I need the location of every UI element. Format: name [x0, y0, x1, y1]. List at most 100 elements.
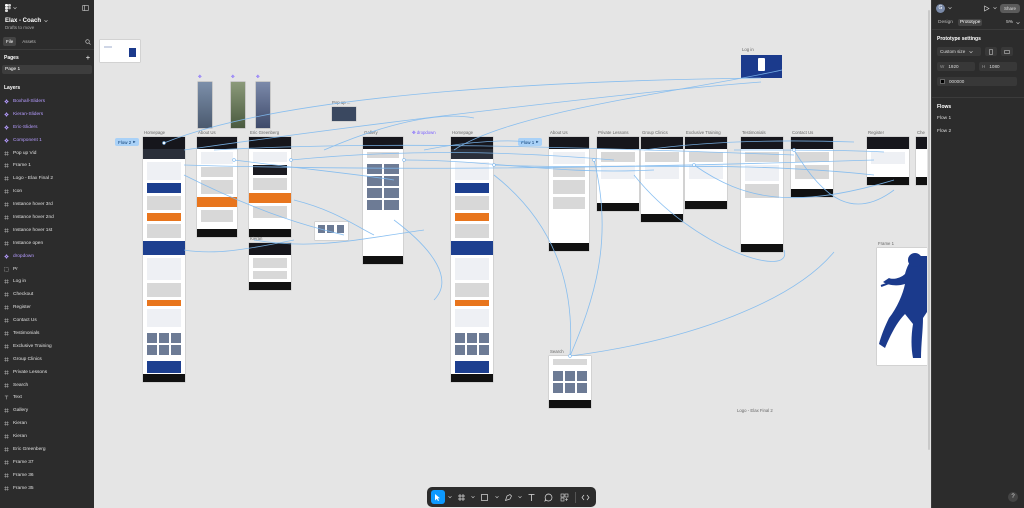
- move-tool[interactable]: [431, 490, 445, 504]
- frame-eric-greenberg[interactable]: [249, 137, 291, 237]
- layer-item[interactable]: Contact Us: [0, 314, 94, 327]
- share-button[interactable]: Share: [999, 3, 1020, 13]
- layer-item[interactable]: Instance hover 1st: [0, 224, 94, 237]
- layer-item[interactable]: Kieran-Sliders: [0, 108, 94, 121]
- tab-prototype[interactable]: Prototype: [957, 19, 983, 26]
- slider-boxhall[interactable]: [198, 82, 212, 128]
- layer-item[interactable]: Search: [0, 379, 94, 392]
- layer-item[interactable]: Logo - Elax Final 2: [0, 172, 94, 185]
- page-item[interactable]: Page 1: [2, 65, 92, 74]
- layer-item[interactable]: Eric Greenberg: [0, 443, 94, 456]
- tab-file[interactable]: File: [3, 37, 17, 46]
- frame-private-lessons[interactable]: [597, 137, 639, 211]
- flow-item[interactable]: Flow 2: [937, 129, 952, 134]
- file-title[interactable]: Elax - Coach: [0, 16, 94, 24]
- frame-kieran[interactable]: [249, 243, 291, 290]
- frame-homepage-2[interactable]: [451, 137, 493, 382]
- frame-checkout[interactable]: [916, 137, 927, 185]
- frame-search[interactable]: [549, 356, 591, 408]
- actions-tool[interactable]: [558, 490, 572, 504]
- chevron-down-icon[interactable]: [948, 6, 952, 10]
- layer-item[interactable]: Frame 1: [0, 159, 94, 172]
- layer-item[interactable]: Kieran: [0, 430, 94, 443]
- chevron-down-icon[interactable]: [494, 495, 499, 499]
- frame-1[interactable]: [877, 248, 927, 365]
- flow-tag-2[interactable]: Flow 2 ▸: [115, 138, 139, 146]
- tab-assets[interactable]: Assets: [22, 39, 36, 44]
- search-icon[interactable]: [85, 38, 91, 45]
- layer-item[interactable]: Instance open: [0, 237, 94, 250]
- layer-item[interactable]: Frame 37: [0, 456, 94, 469]
- layer-item[interactable]: Gallery: [0, 404, 94, 417]
- design-canvas[interactable]: ✥ ✥ ✥ Pop up ... Log in Flow 2 ▸ Flow 1 …: [94, 0, 927, 508]
- frame-exclusive-training[interactable]: [685, 137, 727, 209]
- frame-about-us[interactable]: [197, 137, 237, 237]
- text-tool[interactable]: [525, 490, 539, 504]
- color-swatch[interactable]: [940, 79, 945, 84]
- frame-log-in[interactable]: [741, 55, 782, 78]
- dev-mode-tool[interactable]: [578, 490, 592, 504]
- layer-item[interactable]: Eric-Sliders: [0, 121, 94, 134]
- layer-item[interactable]: Component 1: [0, 134, 94, 147]
- layer-item[interactable]: Pop up Vid: [0, 147, 94, 160]
- layer-item[interactable]: Frame 35: [0, 482, 94, 495]
- layer-item[interactable]: Pr: [0, 263, 94, 276]
- play-icon[interactable]: ▸: [536, 139, 539, 144]
- layer-item[interactable]: Checkout: [0, 288, 94, 301]
- landscape-button[interactable]: [1001, 47, 1013, 56]
- frame-group-clinics[interactable]: [641, 137, 683, 222]
- frame-contact-us[interactable]: [791, 137, 833, 197]
- layer-item[interactable]: dropdown: [0, 250, 94, 263]
- pen-tool[interactable]: [502, 490, 516, 504]
- layer-item[interactable]: Log in: [0, 275, 94, 288]
- layer-item[interactable]: Testimonials: [0, 327, 94, 340]
- portrait-button[interactable]: [985, 47, 997, 56]
- help-button[interactable]: ?: [1008, 492, 1018, 502]
- height-field[interactable]: H 1080: [979, 62, 1017, 71]
- layer-item[interactable]: Exclusive Training: [0, 340, 94, 353]
- background-color-field[interactable]: 000000: [937, 77, 1017, 86]
- layer-item[interactable]: Instance hover 2nd: [0, 211, 94, 224]
- layer-item[interactable]: Instance hover 3rd: [0, 198, 94, 211]
- chevron-down-icon[interactable]: [447, 495, 452, 499]
- comment-tool[interactable]: [542, 490, 556, 504]
- frame-register[interactable]: [867, 137, 909, 185]
- shape-tool[interactable]: [478, 490, 492, 504]
- canvas-scrollbar[interactable]: [927, 0, 931, 450]
- zoom-level[interactable]: 5%: [1006, 20, 1013, 25]
- frame-pop-up[interactable]: [332, 107, 356, 121]
- frame-about-us-2[interactable]: [549, 137, 589, 251]
- figma-menu-icon[interactable]: [5, 4, 17, 12]
- chevron-down-icon[interactable]: [1016, 21, 1020, 25]
- layer-item[interactable]: Frame 36: [0, 469, 94, 482]
- frame-instance-card[interactable]: [315, 222, 348, 240]
- chevron-down-icon[interactable]: [471, 495, 475, 499]
- frame-gallery[interactable]: [363, 137, 403, 264]
- flow-item[interactable]: Flow 1: [937, 116, 952, 121]
- layer-item[interactable]: Boxhall-Sliders: [0, 95, 94, 108]
- frame-homepage[interactable]: [143, 137, 185, 382]
- slider-eric[interactable]: [256, 82, 270, 128]
- layer-item[interactable]: Register: [0, 301, 94, 314]
- add-page-icon[interactable]: +: [85, 54, 90, 62]
- layer-item[interactable]: Icon: [0, 185, 94, 198]
- present-play-icon[interactable]: [983, 4, 990, 12]
- layer-item[interactable]: Private Lessons: [0, 366, 94, 379]
- frame-testimonials[interactable]: [741, 137, 783, 252]
- sidebar-toggle-icon[interactable]: [82, 5, 89, 11]
- slider-kieran[interactable]: [231, 82, 245, 128]
- file-location[interactable]: Drafts to move: [5, 25, 35, 30]
- tab-design[interactable]: Design: [938, 20, 953, 25]
- chevron-down-icon[interactable]: [518, 495, 522, 499]
- frame-thumb-tl[interactable]: [100, 40, 140, 62]
- layer-item[interactable]: Group Clinics: [0, 353, 94, 366]
- layer-item[interactable]: Kieran: [0, 417, 94, 430]
- device-select[interactable]: Custom size: [937, 47, 981, 56]
- frame-tool[interactable]: [455, 490, 469, 504]
- play-icon[interactable]: ▸: [133, 139, 136, 144]
- layer-item[interactable]: Text: [0, 391, 94, 404]
- flow-tag-1[interactable]: Flow 1 ▸: [518, 138, 542, 146]
- width-field[interactable]: W 1920: [937, 62, 975, 71]
- chevron-down-icon[interactable]: [993, 6, 997, 10]
- avatar[interactable]: G: [936, 3, 945, 13]
